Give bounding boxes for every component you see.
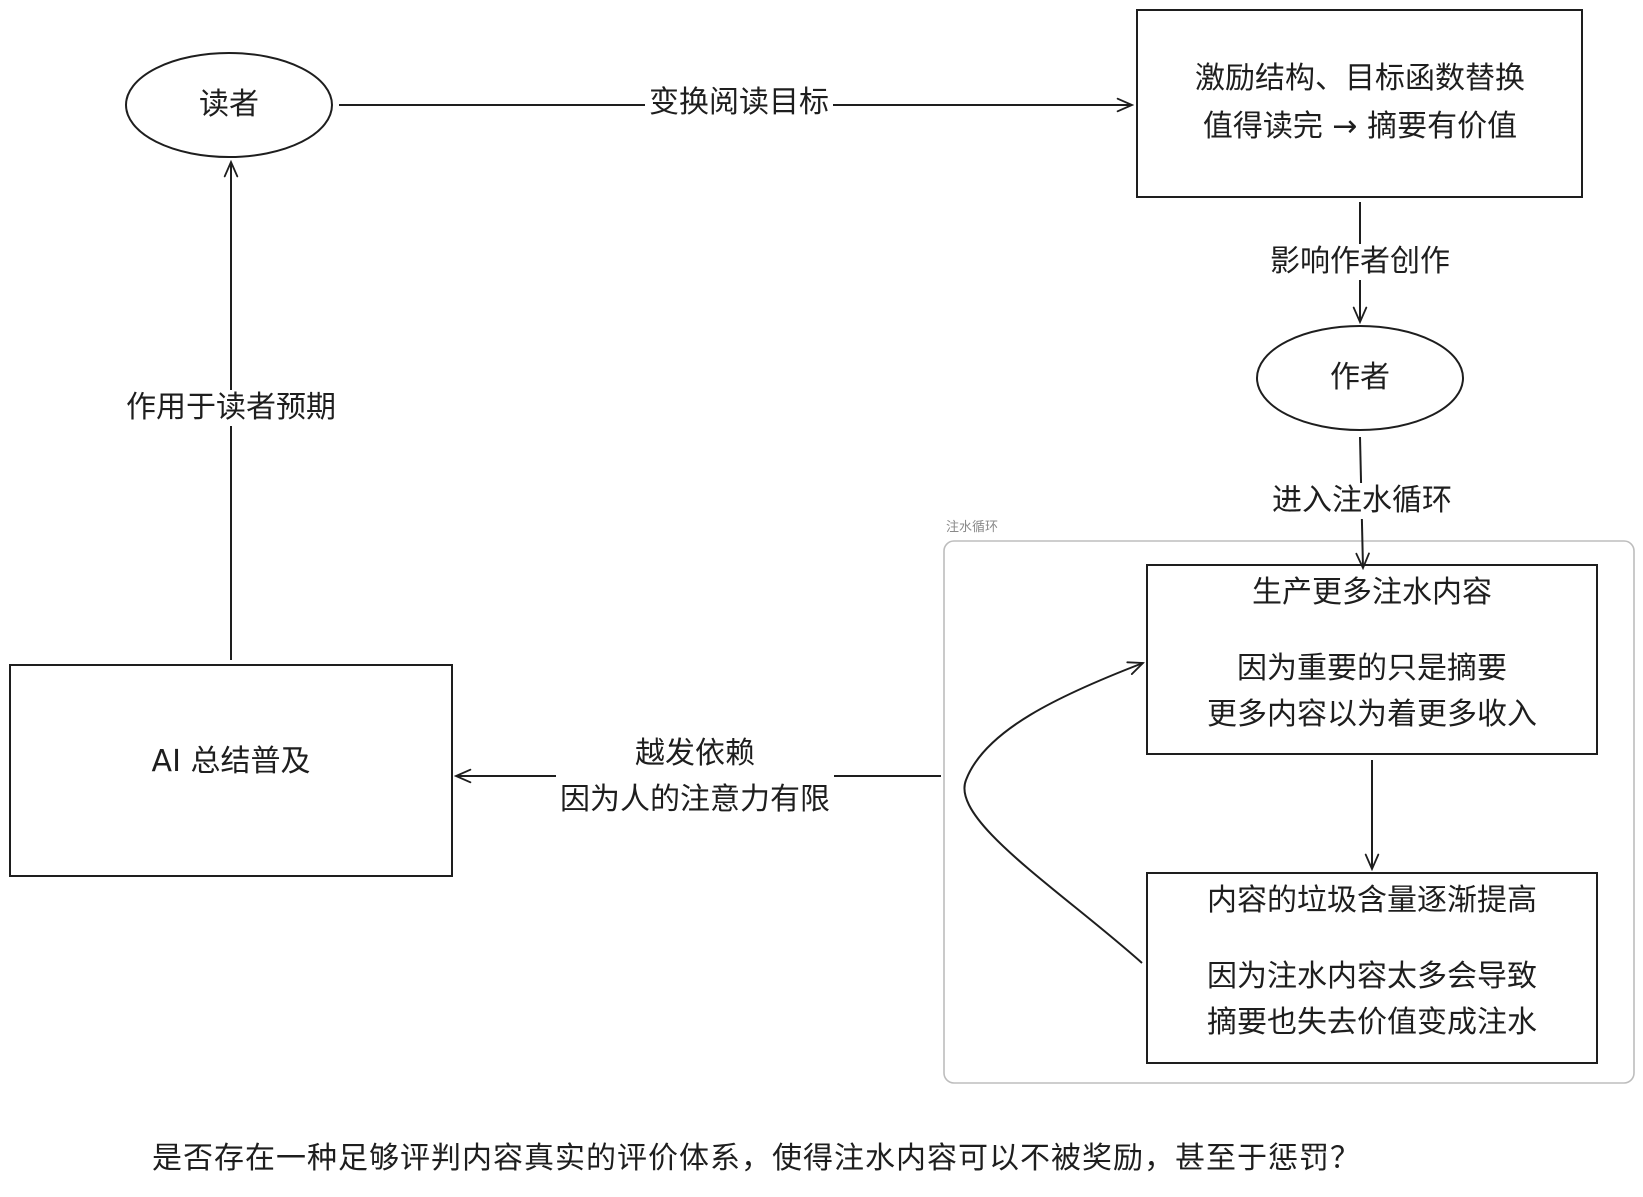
reader-node-shape[interactable]: [125, 52, 333, 158]
incentive-line-1: 激励结构、目标函数替换: [1195, 61, 1525, 96]
closing-question: 是否存在一种足够评判内容真实的评价体系，使得注水内容可以不被奖励，甚至于惩罚？: [152, 1141, 1361, 1176]
edge-loop-curve[interactable]: [963, 663, 1143, 964]
more-padding-node-shape[interactable]: [1146, 564, 1598, 755]
more-padding-line-2: 更多内容以为着更多收入: [1207, 697, 1537, 732]
more-garbage-title: 内容的垃圾含量逐渐提高: [1207, 883, 1537, 918]
more-garbage-node-label: 内容的垃圾含量逐渐提高 因为注水内容太多会导致 摘要也失去价值变成注水: [1147, 878, 1597, 1046]
edge-label-author-to-loop: 进入注水循环: [1268, 483, 1456, 519]
more-padding-line-1: 因为重要的只是摘要: [1237, 651, 1507, 686]
ai-summary-node-shape[interactable]: [9, 664, 453, 877]
edge-label-loop-to-ai: 越发依赖 因为人的注意力有限: [556, 731, 834, 823]
incentive-node-shape[interactable]: [1136, 9, 1583, 198]
more-garbage-node-shape[interactable]: [1146, 872, 1598, 1064]
more-garbage-line-2: 摘要也失去价值变成注水: [1207, 1005, 1537, 1040]
edge-label-reader-to-incentive: 变换阅读目标: [645, 85, 833, 121]
edge-label-ai-to-reader: 作用于读者预期: [122, 390, 340, 426]
edge-label-loop-to-ai-line-1: 越发依赖: [635, 736, 755, 771]
author-node-shape[interactable]: [1256, 325, 1464, 431]
reader-node-label: 读者: [199, 87, 259, 122]
author-node-label: 作者: [1330, 360, 1390, 395]
edge-label-incentive-to-author: 影响作者创作: [1266, 244, 1454, 280]
loop-frame[interactable]: [943, 540, 1635, 1084]
edge-label-loop-to-ai-line-2: 因为人的注意力有限: [560, 782, 830, 817]
more-padding-node-label: 生产更多注水内容 因为重要的只是摘要 更多内容以为着更多收入: [1147, 570, 1597, 738]
more-garbage-line-1: 因为注水内容太多会导致: [1207, 959, 1537, 994]
ai-summary-node-label: AI 总结普及: [151, 744, 311, 779]
loop-frame-label: 注水循环: [946, 520, 999, 535]
more-padding-title: 生产更多注水内容: [1252, 575, 1492, 610]
incentive-node-label: 激励结构、目标函数替换 值得读完 → 摘要有价值: [1195, 55, 1525, 151]
incentive-line-2: 值得读完 → 摘要有价值: [1202, 109, 1518, 144]
